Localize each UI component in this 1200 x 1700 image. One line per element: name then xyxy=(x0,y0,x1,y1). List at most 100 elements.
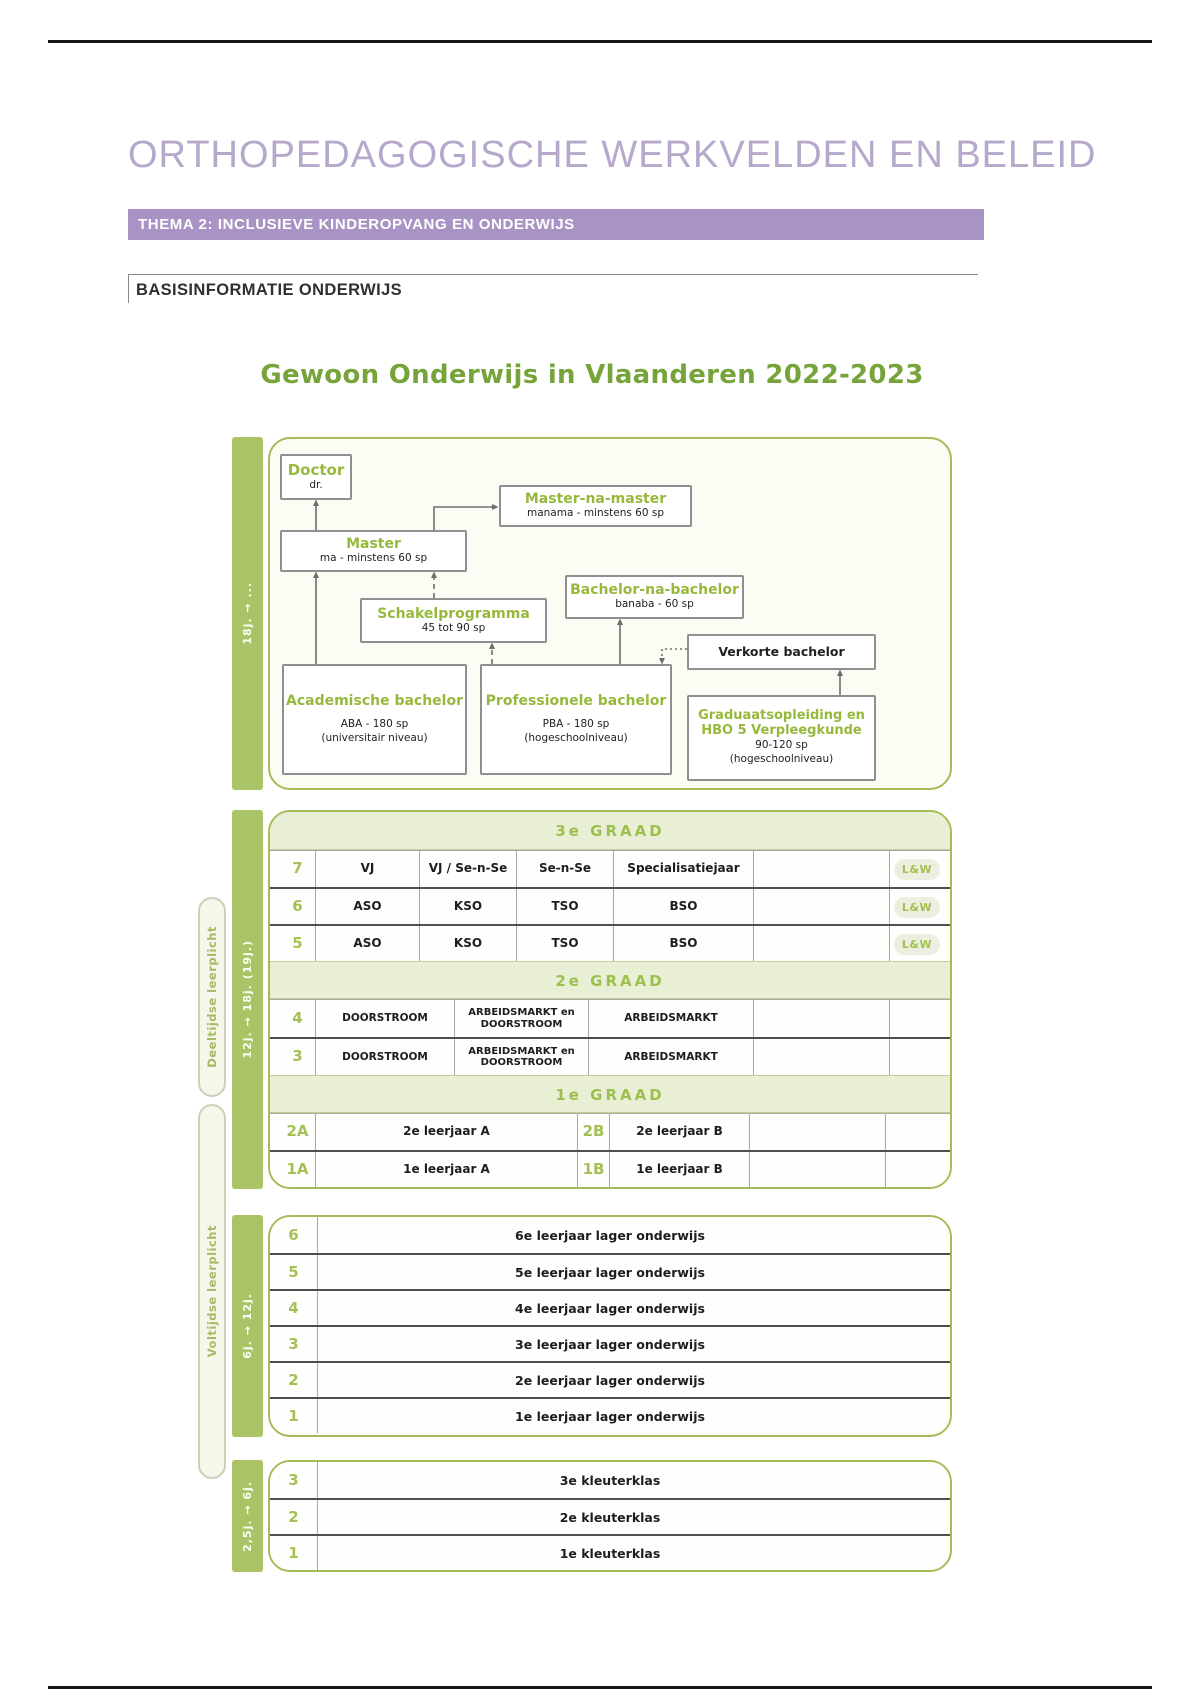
row-number: 7 xyxy=(280,851,316,887)
table-row-1a-1b: 1A 1e leerjaar A 1B 1e leerjaar B xyxy=(270,1150,950,1187)
row-number: 4 xyxy=(270,1291,318,1325)
cell: Specialisatiejaar xyxy=(614,851,754,887)
top-rule xyxy=(48,40,1152,43)
box-banaba-title: Bachelor-na-bachelor xyxy=(570,582,739,599)
cell: KSO xyxy=(420,926,517,961)
cell-line2: DOORSTROOM xyxy=(480,1057,563,1068)
page-title: ORTHOPEDAGOGISCHE WERKVELDEN EN BELEID xyxy=(128,134,1097,176)
arrow-verkort-to-pba xyxy=(659,648,687,665)
row-label: 2e leerjaar lager onderwijs xyxy=(515,1372,705,1388)
row-number: 3 xyxy=(280,1039,316,1075)
lw-badge: L&W xyxy=(894,859,940,880)
box-doctor-sub: dr. xyxy=(309,478,323,491)
row-label: 3e kleuterklas xyxy=(559,1472,661,1488)
kleuter-row-1: 1e kleuterklas 1 xyxy=(270,1534,950,1570)
box-schakel-title: Schakelprogramma xyxy=(377,605,530,622)
table-row-5: 5 ASO KSO TSO BSO L&W xyxy=(270,924,950,961)
section-heading: BASISINFORMATIE ONDERWIJS xyxy=(128,274,978,303)
row-label: 3e leerjaar lager onderwijs xyxy=(515,1336,705,1352)
table-row-7: 7 VJ VJ / Se-n-Se Se-n-Se Specialisatiej… xyxy=(270,850,950,887)
cell: VJ / Se-n-Se xyxy=(420,851,517,887)
agebar-lager: 6j. → 12j. xyxy=(232,1215,263,1437)
cell-line2: DOORSTROOM xyxy=(480,1018,563,1030)
agebar-secundair: 12j. → 18j. (19j.) xyxy=(232,810,263,1189)
agebar-lager-label: 6j. → 12j. xyxy=(241,1293,254,1359)
box-verkorte-bachelor: Verkorte bachelor xyxy=(687,634,876,670)
row-number: 1 xyxy=(270,1399,318,1433)
agebar-secundair-label: 12j. → 18j. (19j.) xyxy=(241,940,254,1059)
row-number: 5 xyxy=(270,1255,318,1289)
box-professionele-bachelor: Professionele bachelor PBA - 180 sp (hog… xyxy=(480,664,672,775)
agebar-kleuter: 2,5j. → 6j. xyxy=(232,1460,263,1572)
cell: ARBEIDSMARKT xyxy=(589,1000,754,1037)
box-banaba-sub: banaba - 60 sp xyxy=(615,598,694,611)
box-graduaatsopleiding: Graduaatsopleiding en HBO 5 Verpleegkund… xyxy=(687,695,876,781)
row-label: 2e kleuterklas xyxy=(559,1509,661,1525)
row-number: 5 xyxy=(280,926,316,961)
cell: KSO xyxy=(420,889,517,924)
cell: 2e leerjaar A xyxy=(316,1114,578,1150)
box-bachelor-na-bachelor: Bachelor-na-bachelor banaba - 60 sp xyxy=(565,575,744,619)
cell: ASO xyxy=(316,926,420,961)
panel-kleuteronderwijs: 3e kleuterklas 3 2e kleuterklas 2 1e kle… xyxy=(268,1460,952,1572)
kleuter-row-2: 2e kleuterklas 2 xyxy=(270,1498,950,1534)
box-master-title: Master xyxy=(346,536,401,553)
cell: 1e leerjaar B xyxy=(610,1152,750,1187)
box-aba-title: Academische bachelor xyxy=(286,693,464,710)
box-master: Master ma - minstens 60 sp xyxy=(280,530,467,572)
cell: DOORSTROOM xyxy=(316,1000,455,1037)
row-label: 1e kleuterklas xyxy=(559,1545,661,1561)
cell: ARBEIDSMARKT en DOORSTROOM xyxy=(455,1039,589,1075)
cell: ARBEIDSMARKT xyxy=(589,1039,754,1075)
box-pba-sub1: PBA - 180 sp xyxy=(542,718,610,731)
table-row-3: 3 DOORSTROOM ARBEIDSMARKT en DOORSTROOM … xyxy=(270,1037,950,1075)
table-row-4: 4 DOORSTROOM ARBEIDSMARKT en DOORSTROOM … xyxy=(270,999,950,1037)
row-number: 2 xyxy=(270,1363,318,1397)
box-graduaat-title-line1: Graduaatsopleiding en xyxy=(698,708,865,724)
box-manama-title: Master-na-master xyxy=(524,491,667,508)
cell: BSO xyxy=(614,889,754,924)
arrow-master-to-manama xyxy=(433,504,499,530)
lager-row-5: 5e leerjaar lager onderwijs 5 xyxy=(270,1253,950,1289)
table-row-6: 6 ASO KSO TSO BSO L&W xyxy=(270,887,950,924)
cell: TSO xyxy=(517,889,614,924)
table-row-2a-2b: 2A 2e leerjaar A 2B 2e leerjaar B xyxy=(270,1113,950,1150)
lager-row-1: 1e leerjaar lager onderwijs 1 xyxy=(270,1397,950,1433)
agebar-kleuter-label: 2,5j. → 6j. xyxy=(241,1480,254,1552)
kleuter-row-3: 3e kleuterklas 3 xyxy=(270,1462,950,1498)
pill-deeltijdse-label: Deeltijdse leerplicht xyxy=(205,926,219,1068)
panel-lager-onderwijs: 6e leerjaar lager onderwijs 6 5e leerjaa… xyxy=(268,1215,952,1437)
cell: 2e leerjaar B xyxy=(610,1114,750,1150)
bottom-rule xyxy=(48,1686,1152,1689)
row-number: 2B xyxy=(578,1114,610,1150)
box-graduaat-sub2: (hogeschoolniveau) xyxy=(729,752,834,765)
box-schakel-sub: 45 tot 90 sp xyxy=(421,621,486,634)
box-aba-sub2: (universitair niveau) xyxy=(321,732,428,745)
cell: TSO xyxy=(517,926,614,961)
theme-banner: THEMA 2: INCLUSIEVE KINDEROPVANG EN ONDE… xyxy=(128,209,984,240)
lw-badge: L&W xyxy=(894,934,940,955)
row-number: 3 xyxy=(270,1462,318,1498)
cell: ARBEIDSMARKT en DOORSTROOM xyxy=(455,1000,589,1037)
box-doctor: Doctor dr. xyxy=(280,454,352,500)
row-number: 1A xyxy=(280,1152,316,1187)
row-number: 6 xyxy=(280,889,316,924)
diagram-title: Gewoon Onderwijs in Vlaanderen 2022-2023 xyxy=(260,360,924,390)
panel-hoger-onderwijs: Doctor dr. Master-na-master manama - min… xyxy=(268,437,952,790)
box-academische-bachelor: Academische bachelor ABA - 180 sp (unive… xyxy=(282,664,467,775)
cell: BSO xyxy=(614,926,754,961)
box-graduaat-title-line2: HBO 5 Verpleegkunde xyxy=(701,723,862,739)
box-verkort-title: Verkorte bachelor xyxy=(718,643,845,659)
box-schakelprogramma: Schakelprogramma 45 tot 90 sp xyxy=(360,598,547,643)
row-label: 5e leerjaar lager onderwijs xyxy=(515,1264,705,1280)
pill-voltijdse-label: Voltijdse leerplicht xyxy=(205,1225,219,1358)
box-master-na-master: Master-na-master manama - minstens 60 sp xyxy=(499,485,692,527)
row-number: 1B xyxy=(578,1152,610,1187)
pill-voltijdse-leerplicht: Voltijdse leerplicht xyxy=(198,1104,226,1479)
row-number: 2A xyxy=(280,1114,316,1150)
lager-row-3: 3e leerjaar lager onderwijs 3 xyxy=(270,1325,950,1361)
box-aba-sub1: ABA - 180 sp xyxy=(340,718,409,731)
box-master-sub: ma - minstens 60 sp xyxy=(319,552,428,565)
box-doctor-title: Doctor xyxy=(287,460,345,479)
